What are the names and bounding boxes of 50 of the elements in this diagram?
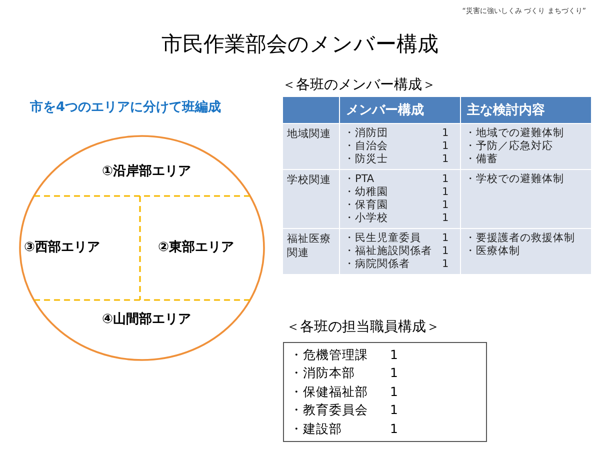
topic-text: ・学校での避難体制	[465, 173, 565, 186]
count-text: 1	[442, 199, 450, 212]
staff-text: ・教育委員会	[290, 401, 369, 420]
staff-text: ・危機管理課	[290, 346, 369, 364]
box-heading: ＜各班の担当職員構成＞	[286, 318, 440, 336]
section-heading: 市を4つのエリアに分けて班編成	[30, 98, 222, 116]
member-text: ・小学校	[344, 212, 389, 225]
member-text: ・病院関係者	[344, 258, 411, 271]
count-text: 1	[442, 212, 450, 225]
count-text: 1	[442, 186, 450, 199]
topic-text: ・医療体制	[465, 245, 521, 258]
count-text: 1	[390, 346, 399, 364]
member-text: ・幼稚園	[344, 186, 389, 199]
count-text: 1	[442, 232, 450, 245]
count-text: 1	[390, 420, 399, 438]
table-heading: ＜各班のメンバー構成＞	[282, 76, 436, 94]
table-cell: 学校関連	[282, 170, 340, 228]
member-text: ・保育園	[344, 199, 389, 212]
count-text: 1	[390, 401, 399, 420]
count-text: 1	[442, 173, 450, 186]
header-cell: メンバー構成	[340, 96, 460, 124]
staff-text: ・建設部	[290, 420, 343, 438]
count-text: 1	[442, 245, 450, 258]
count-text: 1	[390, 364, 399, 382]
member-text: ・自治会	[344, 140, 389, 153]
header-cell: 主な検討内容	[460, 96, 592, 124]
area-label: ②東部エリア	[158, 238, 234, 256]
count-text: 1	[442, 140, 450, 153]
topic-text: ・備蓄	[465, 153, 499, 166]
count-text: 1	[442, 127, 450, 140]
member-text: ・福祉施設関係者	[344, 245, 433, 258]
staff-text: ・保健福祉部	[290, 382, 369, 401]
count-text: 1	[442, 258, 450, 271]
count-text: 1	[442, 153, 450, 166]
member-text: ・防災士	[344, 153, 389, 166]
topic-text: ・予防／応急対応	[465, 140, 554, 153]
area-label: ①沿岸部エリア	[102, 162, 192, 180]
table-cell: 福祉医療関連	[282, 228, 340, 274]
member-text: ・消防団	[344, 127, 389, 140]
area-label: ④山間部エリア	[102, 310, 192, 328]
member-text: ・PTA	[344, 173, 376, 186]
topic-text: ・地域での避難体制	[465, 127, 565, 140]
table-cell: 地域関連	[282, 124, 340, 170]
staff-box	[283, 342, 487, 442]
topic-text: ・要援護者の救援体制	[465, 232, 576, 245]
area-label: ③西部エリア	[24, 238, 100, 256]
staff-text: ・消防本部	[290, 364, 356, 382]
member-text: ・民生児童委員	[344, 232, 422, 245]
slide-title: 市民作業部会のメンバー構成	[160, 31, 440, 58]
count-text: 1	[390, 382, 399, 401]
